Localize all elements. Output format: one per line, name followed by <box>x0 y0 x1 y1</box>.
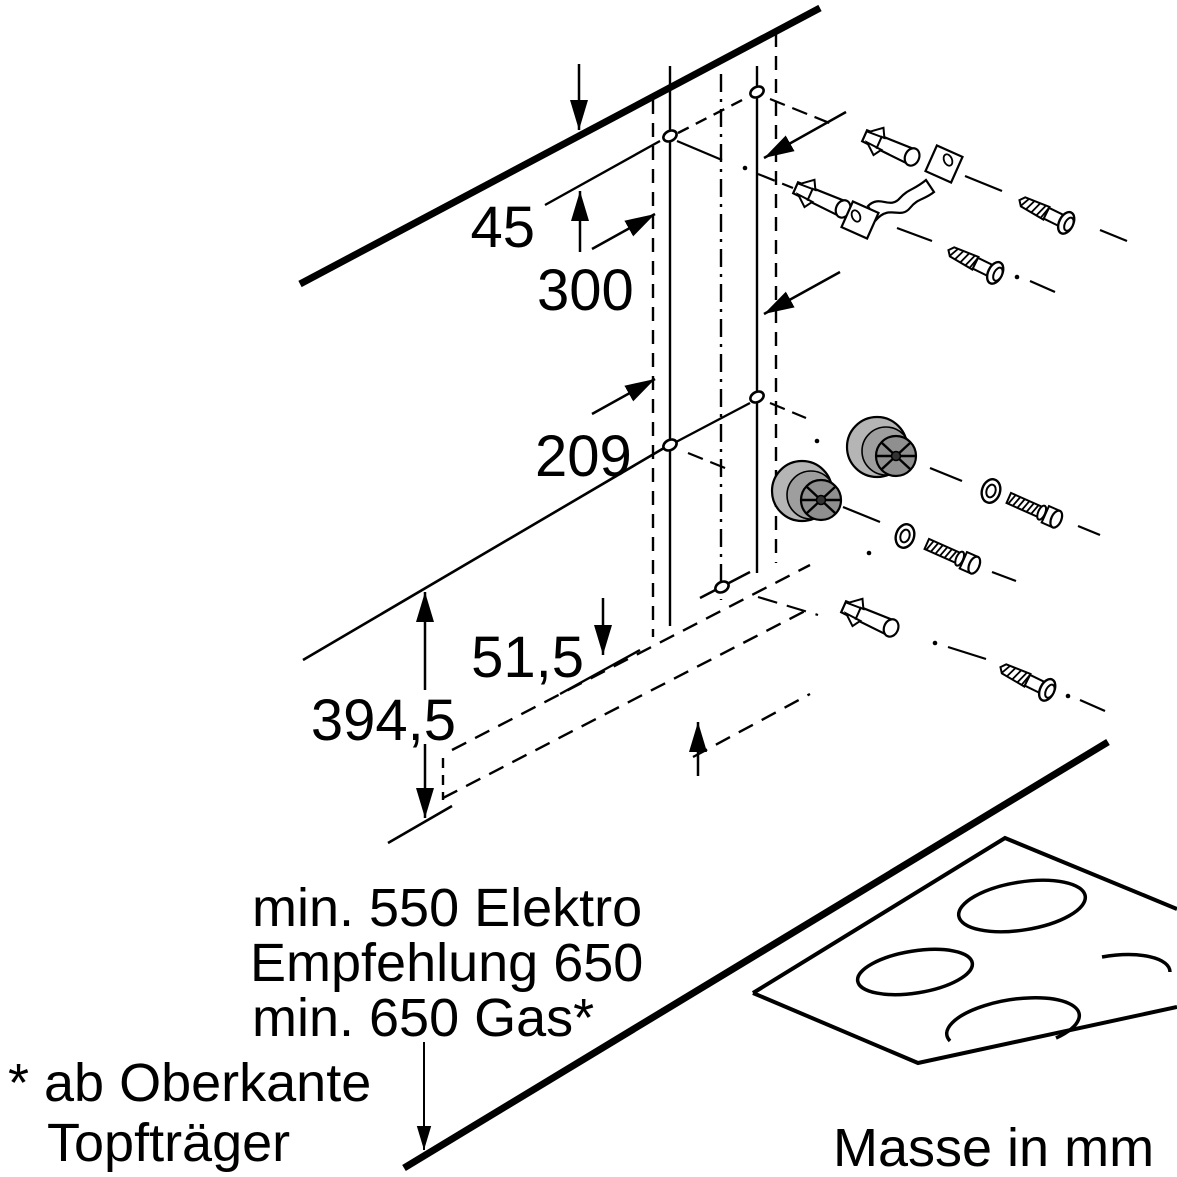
template-lines <box>544 33 778 637</box>
clearance-line-1: min. 550 Elektro <box>252 878 642 938</box>
clearance-line-3: min. 650 Gas* <box>252 988 594 1048</box>
units-note: Masse in mm <box>833 1118 1154 1177</box>
mounting-bracket-icon <box>840 144 964 240</box>
burner-icon <box>956 878 1088 934</box>
dim-45-label: 45 <box>470 195 535 260</box>
top-fixing-hardware <box>788 120 1079 288</box>
spacer-icon <box>770 459 843 523</box>
wall-edges <box>298 4 1110 1171</box>
hex-bolt-icon <box>1004 488 1066 531</box>
drill-holes <box>660 82 767 597</box>
label-backdrop <box>300 690 458 744</box>
pan-head-screw-icon <box>1013 188 1079 238</box>
burner-icon <box>855 947 975 997</box>
wall-plug-icon <box>857 120 926 174</box>
burner-icon <box>1101 952 1172 973</box>
cooktop <box>751 835 1177 1066</box>
dim-209-label: 209 <box>535 424 632 489</box>
dimension-labels: 45 300 209 394,5 51,5 <box>311 195 634 753</box>
clearance-note: min. 550 Elektro Empfehlung 650 min. 650… <box>250 878 643 1048</box>
hex-bolt-icon <box>922 534 984 577</box>
hardware-axis-lines <box>676 97 1128 713</box>
burner-icon <box>944 996 1082 1043</box>
dim-394-5-label: 394,5 <box>311 688 456 753</box>
pan-head-screw-icon <box>994 655 1060 705</box>
dim-51-5-label: 51,5 <box>471 625 584 690</box>
spacer-icon <box>845 415 918 479</box>
footnote-line-1: * ab Oberkante <box>8 1053 371 1113</box>
washer-icon <box>977 475 1005 507</box>
hood-bottom-outline <box>441 563 811 800</box>
pan-head-screw-icon <box>942 238 1008 288</box>
wall-plug-icon <box>836 591 905 645</box>
clearance-line-2: Empfehlung 650 <box>250 933 643 993</box>
dim-300-label: 300 <box>537 258 634 323</box>
footnote: * ab Oberkante Topfträger <box>8 1053 371 1173</box>
footnote-line-2: Topfträger <box>47 1113 290 1173</box>
washer-icon <box>891 520 919 552</box>
